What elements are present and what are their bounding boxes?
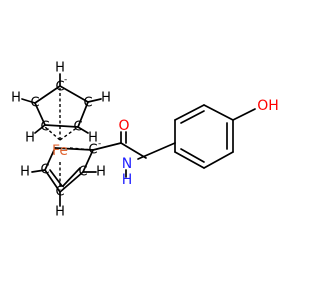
c-atom: C bbox=[78, 165, 87, 180]
c-atom: C bbox=[83, 96, 92, 111]
phenol-ring bbox=[174, 104, 256, 169]
h-atom: H bbox=[11, 91, 21, 106]
h-atom: H bbox=[55, 205, 65, 220]
charge-sign: - bbox=[64, 75, 67, 85]
h-atom: H bbox=[88, 131, 98, 146]
upper-cp-ring bbox=[21, 73, 102, 134]
c-atom: C bbox=[88, 143, 97, 158]
carbonyl-oxygen: O bbox=[118, 118, 129, 134]
c-atom: C bbox=[40, 163, 49, 178]
canvas-background bbox=[0, 0, 300, 300]
amide-nitrogen: N bbox=[122, 156, 132, 172]
h-atom: H bbox=[20, 165, 30, 180]
c-atom: C bbox=[55, 80, 64, 95]
hydroxyl-group: OH bbox=[257, 98, 279, 114]
charge-sign: - bbox=[98, 139, 101, 149]
c-atom: C bbox=[73, 120, 82, 135]
lower-cp-ring bbox=[31, 147, 97, 207]
c-atom: C bbox=[40, 120, 49, 135]
h-atom: H bbox=[55, 61, 65, 76]
amide-group bbox=[92, 131, 176, 178]
iron-atom: Fe bbox=[52, 143, 68, 159]
molecule-structure: H H H H H C C C C C Fe C C C C H H H - -… bbox=[0, 0, 300, 300]
h-atom: H bbox=[101, 91, 111, 106]
amide-hydrogen: H bbox=[122, 172, 133, 188]
h-atom: H bbox=[96, 165, 106, 180]
c-atom: C bbox=[55, 185, 64, 200]
h-atom: H bbox=[25, 131, 35, 146]
c-atom: C bbox=[30, 96, 39, 111]
iron-ring-bonds bbox=[44, 88, 94, 190]
atom-labels: H H H H H C C C C C Fe C C C C H H H - -… bbox=[11, 61, 279, 220]
